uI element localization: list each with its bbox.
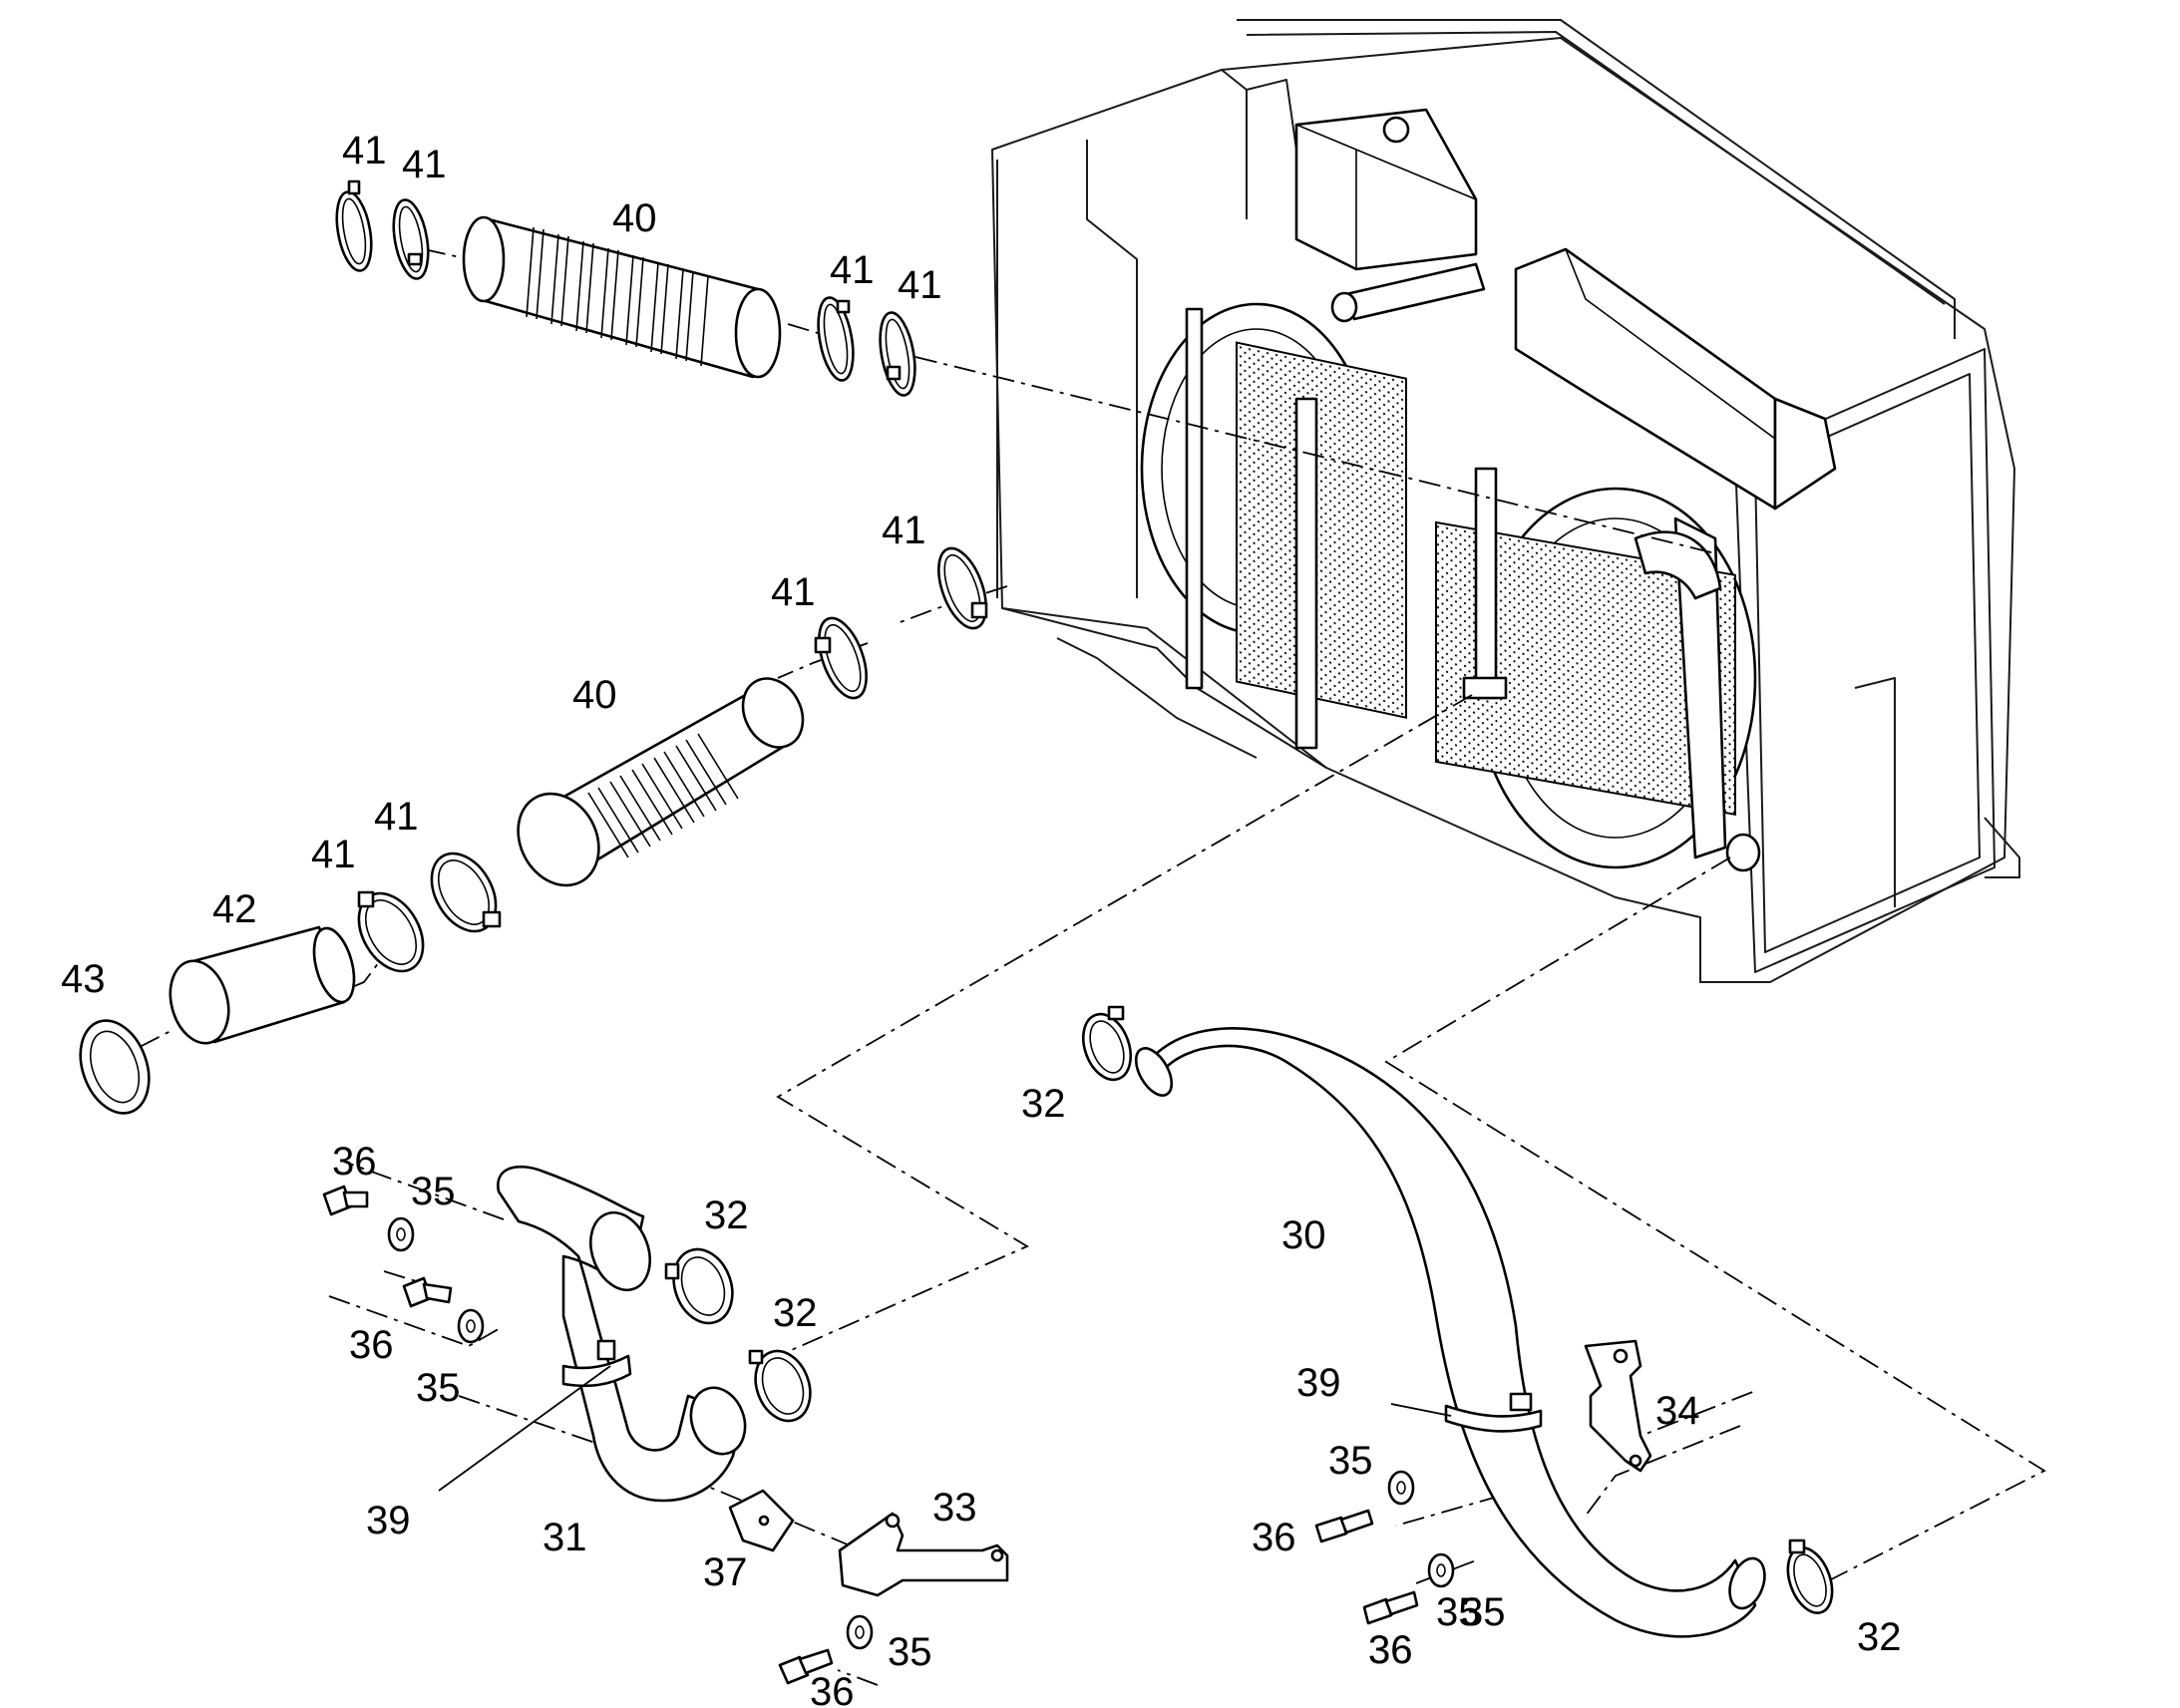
callout-36: 36 xyxy=(1368,1628,1413,1672)
bolt-36-left-2[interactable] xyxy=(402,1276,453,1308)
leader-lines xyxy=(438,1365,1452,1492)
ring-43[interactable] xyxy=(69,1011,162,1123)
callout-40: 40 xyxy=(572,673,617,717)
clamp-32-pipe-lower[interactable] xyxy=(746,1343,819,1428)
clamp-41-upper-right-2[interactable] xyxy=(875,310,920,398)
callout-32: 32 xyxy=(1021,1082,1066,1126)
callout-36: 36 xyxy=(1368,1628,1413,1672)
callout-32: 32 xyxy=(1857,1615,1902,1659)
coolant-hose-group-30 xyxy=(1075,1005,1841,1638)
washer-35-left-2[interactable] xyxy=(457,1308,485,1344)
callout-32: 32 xyxy=(773,1291,818,1335)
callout-30: 30 xyxy=(1281,1213,1326,1257)
callout-41: 41 xyxy=(311,833,356,876)
clip-39-left[interactable] xyxy=(561,1339,632,1388)
bracket-33[interactable] xyxy=(838,1512,1009,1597)
callout-35: 35 xyxy=(1436,1590,1481,1634)
callout-labels: 41 41 40 41 41 41 41 40 41 41 42 43 32 3… xyxy=(61,129,1902,1708)
callout-41: 41 xyxy=(374,795,419,839)
callout-35: 35 xyxy=(411,1170,456,1213)
washer-35-left-1[interactable] xyxy=(387,1216,415,1252)
clamp-32-bottom-right[interactable] xyxy=(1780,1538,1841,1619)
callout-41: 41 xyxy=(402,143,447,186)
callout-35: 35 xyxy=(1328,1439,1373,1483)
bracket-34[interactable] xyxy=(1584,1339,1652,1473)
callout-41: 41 xyxy=(898,263,942,307)
callout-42: 42 xyxy=(212,887,257,931)
callout-36: 36 xyxy=(1252,1516,1296,1559)
callout-36: 36 xyxy=(810,1670,855,1708)
callout-36: 36 xyxy=(349,1323,394,1367)
callout-41: 41 xyxy=(830,248,875,292)
clamp-32-top[interactable] xyxy=(1075,1005,1140,1086)
assembly-lines xyxy=(139,248,2046,1686)
washer-35-right-2[interactable] xyxy=(1427,1552,1455,1588)
callout-35: 35 xyxy=(888,1630,932,1674)
callout-39: 39 xyxy=(1296,1361,1341,1405)
bolt-36-right-1[interactable] xyxy=(1314,1509,1374,1543)
upper-air-hose-group xyxy=(331,179,920,398)
callout-31: 31 xyxy=(543,1516,587,1559)
callout-34: 34 xyxy=(1655,1389,1700,1433)
callout-37: 37 xyxy=(703,1550,748,1594)
hose-30[interactable] xyxy=(1129,1027,1771,1638)
callout-35: 35 xyxy=(416,1366,461,1410)
callout-32: 32 xyxy=(704,1194,749,1237)
coolant-pipe-group-31 xyxy=(322,1165,1009,1685)
washer-35-bottom[interactable] xyxy=(846,1614,874,1650)
bolt-36-bottom[interactable] xyxy=(778,1648,834,1685)
clamp-41-lower-left[interactable] xyxy=(346,882,436,983)
clamp-41-upper-left-2[interactable] xyxy=(388,197,433,281)
pipe-31[interactable] xyxy=(497,1165,754,1503)
callout-41: 41 xyxy=(771,570,816,614)
clamp-32-pipe-upper[interactable] xyxy=(664,1241,743,1332)
callout-39: 39 xyxy=(366,1499,411,1542)
callout-35: 35 xyxy=(1461,1590,1506,1634)
washer-35-right-1[interactable] xyxy=(1387,1470,1415,1506)
callout-40: 40 xyxy=(612,196,657,240)
callout-43: 43 xyxy=(61,957,106,1001)
bolt-36-left-1[interactable] xyxy=(322,1185,369,1216)
air-hose-40-upper[interactable] xyxy=(462,215,782,379)
clamp-41-lower-right[interactable] xyxy=(419,843,509,943)
lower-air-hose-group xyxy=(69,542,995,1123)
air-hose-40-lower[interactable] xyxy=(503,668,815,899)
callout-36: 36 xyxy=(332,1140,377,1184)
tube-42[interactable] xyxy=(162,924,361,1050)
clamp-41-upper-right-1[interactable] xyxy=(813,295,859,383)
bolt-36-right-2[interactable] xyxy=(1362,1590,1419,1625)
callout-41: 41 xyxy=(342,129,387,172)
pad-37[interactable] xyxy=(728,1489,795,1552)
callout-41: 41 xyxy=(882,509,926,552)
cooling-assembly xyxy=(991,19,2020,983)
callout-33: 33 xyxy=(932,1486,977,1530)
clamp-41-upper-left-1[interactable] xyxy=(331,179,376,273)
clamp-41-mid-right[interactable] xyxy=(929,542,995,635)
clip-39-right[interactable] xyxy=(1444,1392,1543,1433)
clamp-41-mid-left[interactable] xyxy=(810,612,876,705)
